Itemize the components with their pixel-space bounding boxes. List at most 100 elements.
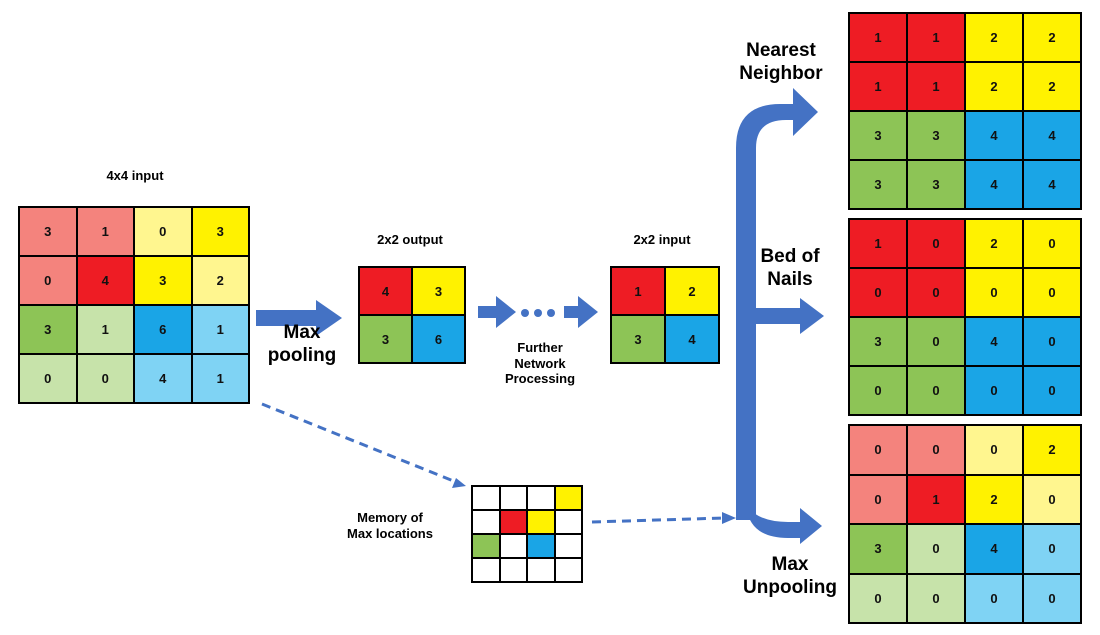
grid-cell: 4: [965, 160, 1023, 209]
grid-cell: 3: [611, 315, 665, 363]
grid-cell: 4: [965, 524, 1023, 574]
grid-cell: 0: [1023, 317, 1081, 366]
grid-cell: 4: [1023, 111, 1081, 160]
grid-cell: 0: [907, 425, 965, 475]
branch-bottom-arrow: [736, 470, 822, 544]
grid-cell: 1: [907, 13, 965, 62]
grid-cell: 2: [1023, 62, 1081, 111]
grid-cell: 3: [849, 524, 907, 574]
grid-cell: [527, 534, 555, 558]
grid-cell: 1: [191, 354, 249, 403]
grid-cell: 0: [1023, 474, 1081, 524]
grid-cell: [472, 558, 500, 582]
input-2x2-label: 2x2 input: [633, 232, 691, 247]
grid-cell: [472, 510, 500, 534]
grid-cell: 0: [1023, 268, 1081, 317]
grid-cell: 4: [134, 354, 192, 403]
further-processing-label: Further Network Processing: [504, 340, 576, 387]
grid-cell: 2: [191, 256, 249, 305]
grid-cell: 1: [611, 267, 665, 315]
grid-cell: [527, 510, 555, 534]
grid-cell: [554, 486, 582, 510]
grid-cell: 3: [907, 160, 965, 209]
grid-cell: 4: [359, 267, 412, 315]
grid-cell: 6: [412, 315, 465, 363]
grid-cell: [499, 486, 527, 510]
grid-cell: 1: [191, 305, 249, 354]
grid-cell: 0: [907, 573, 965, 623]
memory-label: Memory of Max locations: [347, 510, 433, 541]
grid-cell: [499, 534, 527, 558]
max-pooling-arrow: [256, 300, 342, 336]
grid-cell: 2: [1023, 13, 1081, 62]
grid-cell: 6: [134, 305, 192, 354]
grid-cell: 3: [191, 207, 249, 256]
ellipsis-dot: [534, 309, 542, 317]
grid-cell: [554, 558, 582, 582]
grid-cell: [554, 510, 582, 534]
grid-cell: 1: [76, 207, 134, 256]
grid-cell: 3: [19, 207, 77, 256]
grid-cell: 1: [849, 13, 907, 62]
grid-cell: 2: [965, 62, 1023, 111]
memory-dashed-arrow: [261, 402, 457, 484]
grid-cell: 4: [665, 315, 719, 363]
grid-cell: 3: [907, 111, 965, 160]
grid-cell: 1: [849, 219, 907, 268]
nearest-neighbor-label: Nearest Neighbor: [739, 40, 823, 84]
grid-cell: 0: [965, 268, 1023, 317]
ellipsis-dot: [547, 309, 555, 317]
grid-cell: 3: [19, 305, 77, 354]
max-unpooling-label: Max Unpooling: [743, 554, 837, 598]
grid-cell: 0: [965, 366, 1023, 415]
memory-dashed-arrow-head: [452, 478, 466, 488]
grid-cell: 2: [965, 474, 1023, 524]
grid-cell: 0: [907, 219, 965, 268]
ellipsis-dot: [521, 309, 529, 317]
grid-cell: 2: [1023, 425, 1081, 475]
grid-cell: 4: [1023, 160, 1081, 209]
grid-cell: [527, 558, 555, 582]
grid-cell: 0: [134, 207, 192, 256]
grid-cell: 2: [965, 219, 1023, 268]
grid-cell: 0: [1023, 573, 1081, 623]
grid-cell: 0: [1023, 524, 1081, 574]
grid-cell: 0: [849, 425, 907, 475]
grid-cell: 3: [359, 315, 412, 363]
grid-cell: 4: [965, 317, 1023, 366]
grid-cell: 0: [1023, 219, 1081, 268]
grid-cell: 3: [849, 111, 907, 160]
input-4x4-label: 4x4 input: [106, 168, 164, 183]
grid-cell: 0: [849, 366, 907, 415]
grid-cell: 3: [849, 160, 907, 209]
grid-cell: [472, 534, 500, 558]
grid-cell: 0: [907, 366, 965, 415]
grid-cell: 0: [19, 354, 77, 403]
branch-trunk-lower: [736, 316, 756, 506]
memory-to-unpool-arrow-head: [722, 512, 736, 524]
grid-cell: [472, 486, 500, 510]
memory-grid: [471, 485, 583, 583]
grid-cell: 3: [849, 317, 907, 366]
bed-of-nails-label: Bed of Nails: [760, 246, 820, 290]
max-pooling-label: Max pooling: [267, 322, 337, 366]
grid-cell: 2: [965, 13, 1023, 62]
grid-cell: 0: [849, 573, 907, 623]
grid-cell: 4: [76, 256, 134, 305]
grid-cell: [527, 486, 555, 510]
grid-cell: 3: [412, 267, 465, 315]
grid-cell: [554, 534, 582, 558]
grid-cell: 0: [849, 474, 907, 524]
memory-to-unpool-dashed: [591, 516, 725, 524]
grid-cell: 0: [76, 354, 134, 403]
grid-cell: 0: [849, 268, 907, 317]
grid-cell: 0: [907, 317, 965, 366]
grid-cell: 0: [907, 524, 965, 574]
